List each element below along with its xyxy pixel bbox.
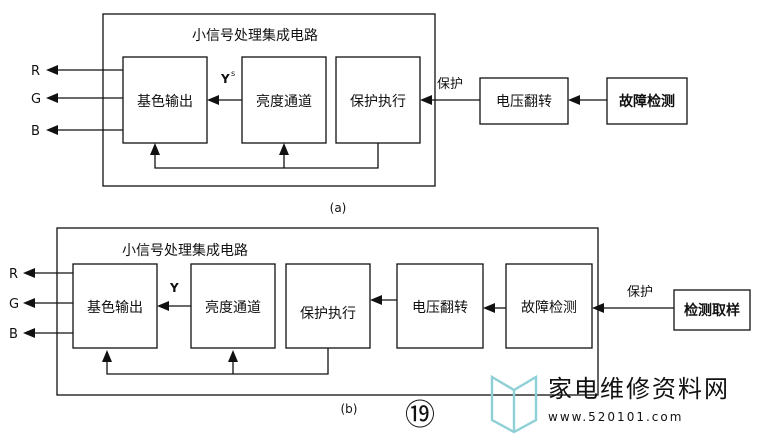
diagram-b: 小信号处理集成电路 基色输出 亮度通道 保护执行 电压翻转 故障检测 检测取样 … [9, 227, 751, 416]
arrow-b-a [46, 125, 58, 135]
arrow-b-b [23, 328, 35, 338]
output-label-b-a: B [31, 124, 40, 139]
y-arrow-b [157, 301, 169, 311]
diagram-a: 小信号处理集成电路 基色输出 亮度通道 保护执行 电压翻转 故障检测 R G B… [31, 13, 688, 215]
arrow-r-a [46, 65, 58, 75]
output-label-g-a: G [31, 92, 41, 107]
label-protect-exec-a: 保护执行 [350, 94, 406, 110]
label-voltage-flip-a: 电压翻转 [496, 94, 552, 110]
block-luma-channel-b [190, 263, 276, 349]
watermark-url: www.520101.com [548, 410, 683, 424]
feedback-arrow-luma-a [279, 143, 289, 155]
label-fault-detect-a: 故障检测 [619, 93, 675, 110]
output-label-r-a: R [31, 64, 40, 79]
feedback-arrow-base-a [150, 143, 160, 155]
watermark: 家电维修资料网 www.520101.com [490, 374, 730, 434]
arrow-g-a [46, 93, 58, 103]
flip-arrow-b [370, 295, 382, 305]
ic-frame-b [56, 227, 599, 396]
protect-label-a: 保护 [437, 77, 463, 92]
arrow-r-b [23, 268, 35, 278]
label-detect-sample-b: 检测取样 [684, 302, 740, 319]
ic-title-b: 小信号处理集成电路 [122, 242, 248, 259]
block-luma-channel-a [241, 56, 327, 144]
watermark-name: 家电维修资料网 [548, 375, 730, 403]
block-base-output-a [122, 56, 208, 144]
label-base-output-b: 基色输出 [87, 299, 143, 316]
y-mark-a: s [231, 69, 235, 78]
block-fault-detect-b [505, 263, 593, 349]
fault-arrow-b [483, 303, 495, 313]
arrow-g-b [23, 298, 35, 308]
feedback-line-a [154, 143, 379, 169]
feedback-arrow-luma-b [228, 350, 238, 362]
label-luma-channel-a: 亮度通道 [256, 93, 312, 110]
caption-a: (a) [330, 201, 347, 215]
label-fault-detect-b: 故障检测 [521, 300, 577, 316]
label-voltage-flip-b: 电压翻转 [412, 300, 468, 316]
block-voltage-flip-a [479, 77, 569, 125]
figure-number: ⑲ [405, 398, 435, 433]
block-fault-detect-a [606, 77, 688, 125]
y-label-a: Y [220, 72, 230, 86]
output-label-b-b: B [9, 327, 18, 342]
block-detect-sample-b [673, 289, 751, 331]
output-label-g-b: G [9, 297, 19, 312]
protect-arrow-a [420, 95, 432, 105]
ic-title-a: 小信号处理集成电路 [192, 27, 318, 44]
label-protect-exec-b: 保护执行 [300, 306, 356, 322]
feedback-arrow-base-b [102, 350, 112, 362]
output-label-r-b: R [9, 267, 18, 282]
block-protect-exec-b [285, 263, 371, 349]
caption-b: (b) [341, 402, 358, 416]
watermark-book-icon [490, 374, 538, 434]
y-label-b: Y [169, 281, 179, 295]
detect-arrow-a [568, 95, 580, 105]
block-voltage-flip-b [396, 263, 484, 349]
label-base-output-a: 基色输出 [137, 93, 193, 110]
feedback-line-b [106, 348, 329, 375]
protect-arrow-b [592, 303, 604, 313]
protect-label-b: 保护 [627, 285, 653, 300]
y-arrow-a [207, 95, 219, 105]
label-luma-channel-b: 亮度通道 [205, 299, 261, 316]
